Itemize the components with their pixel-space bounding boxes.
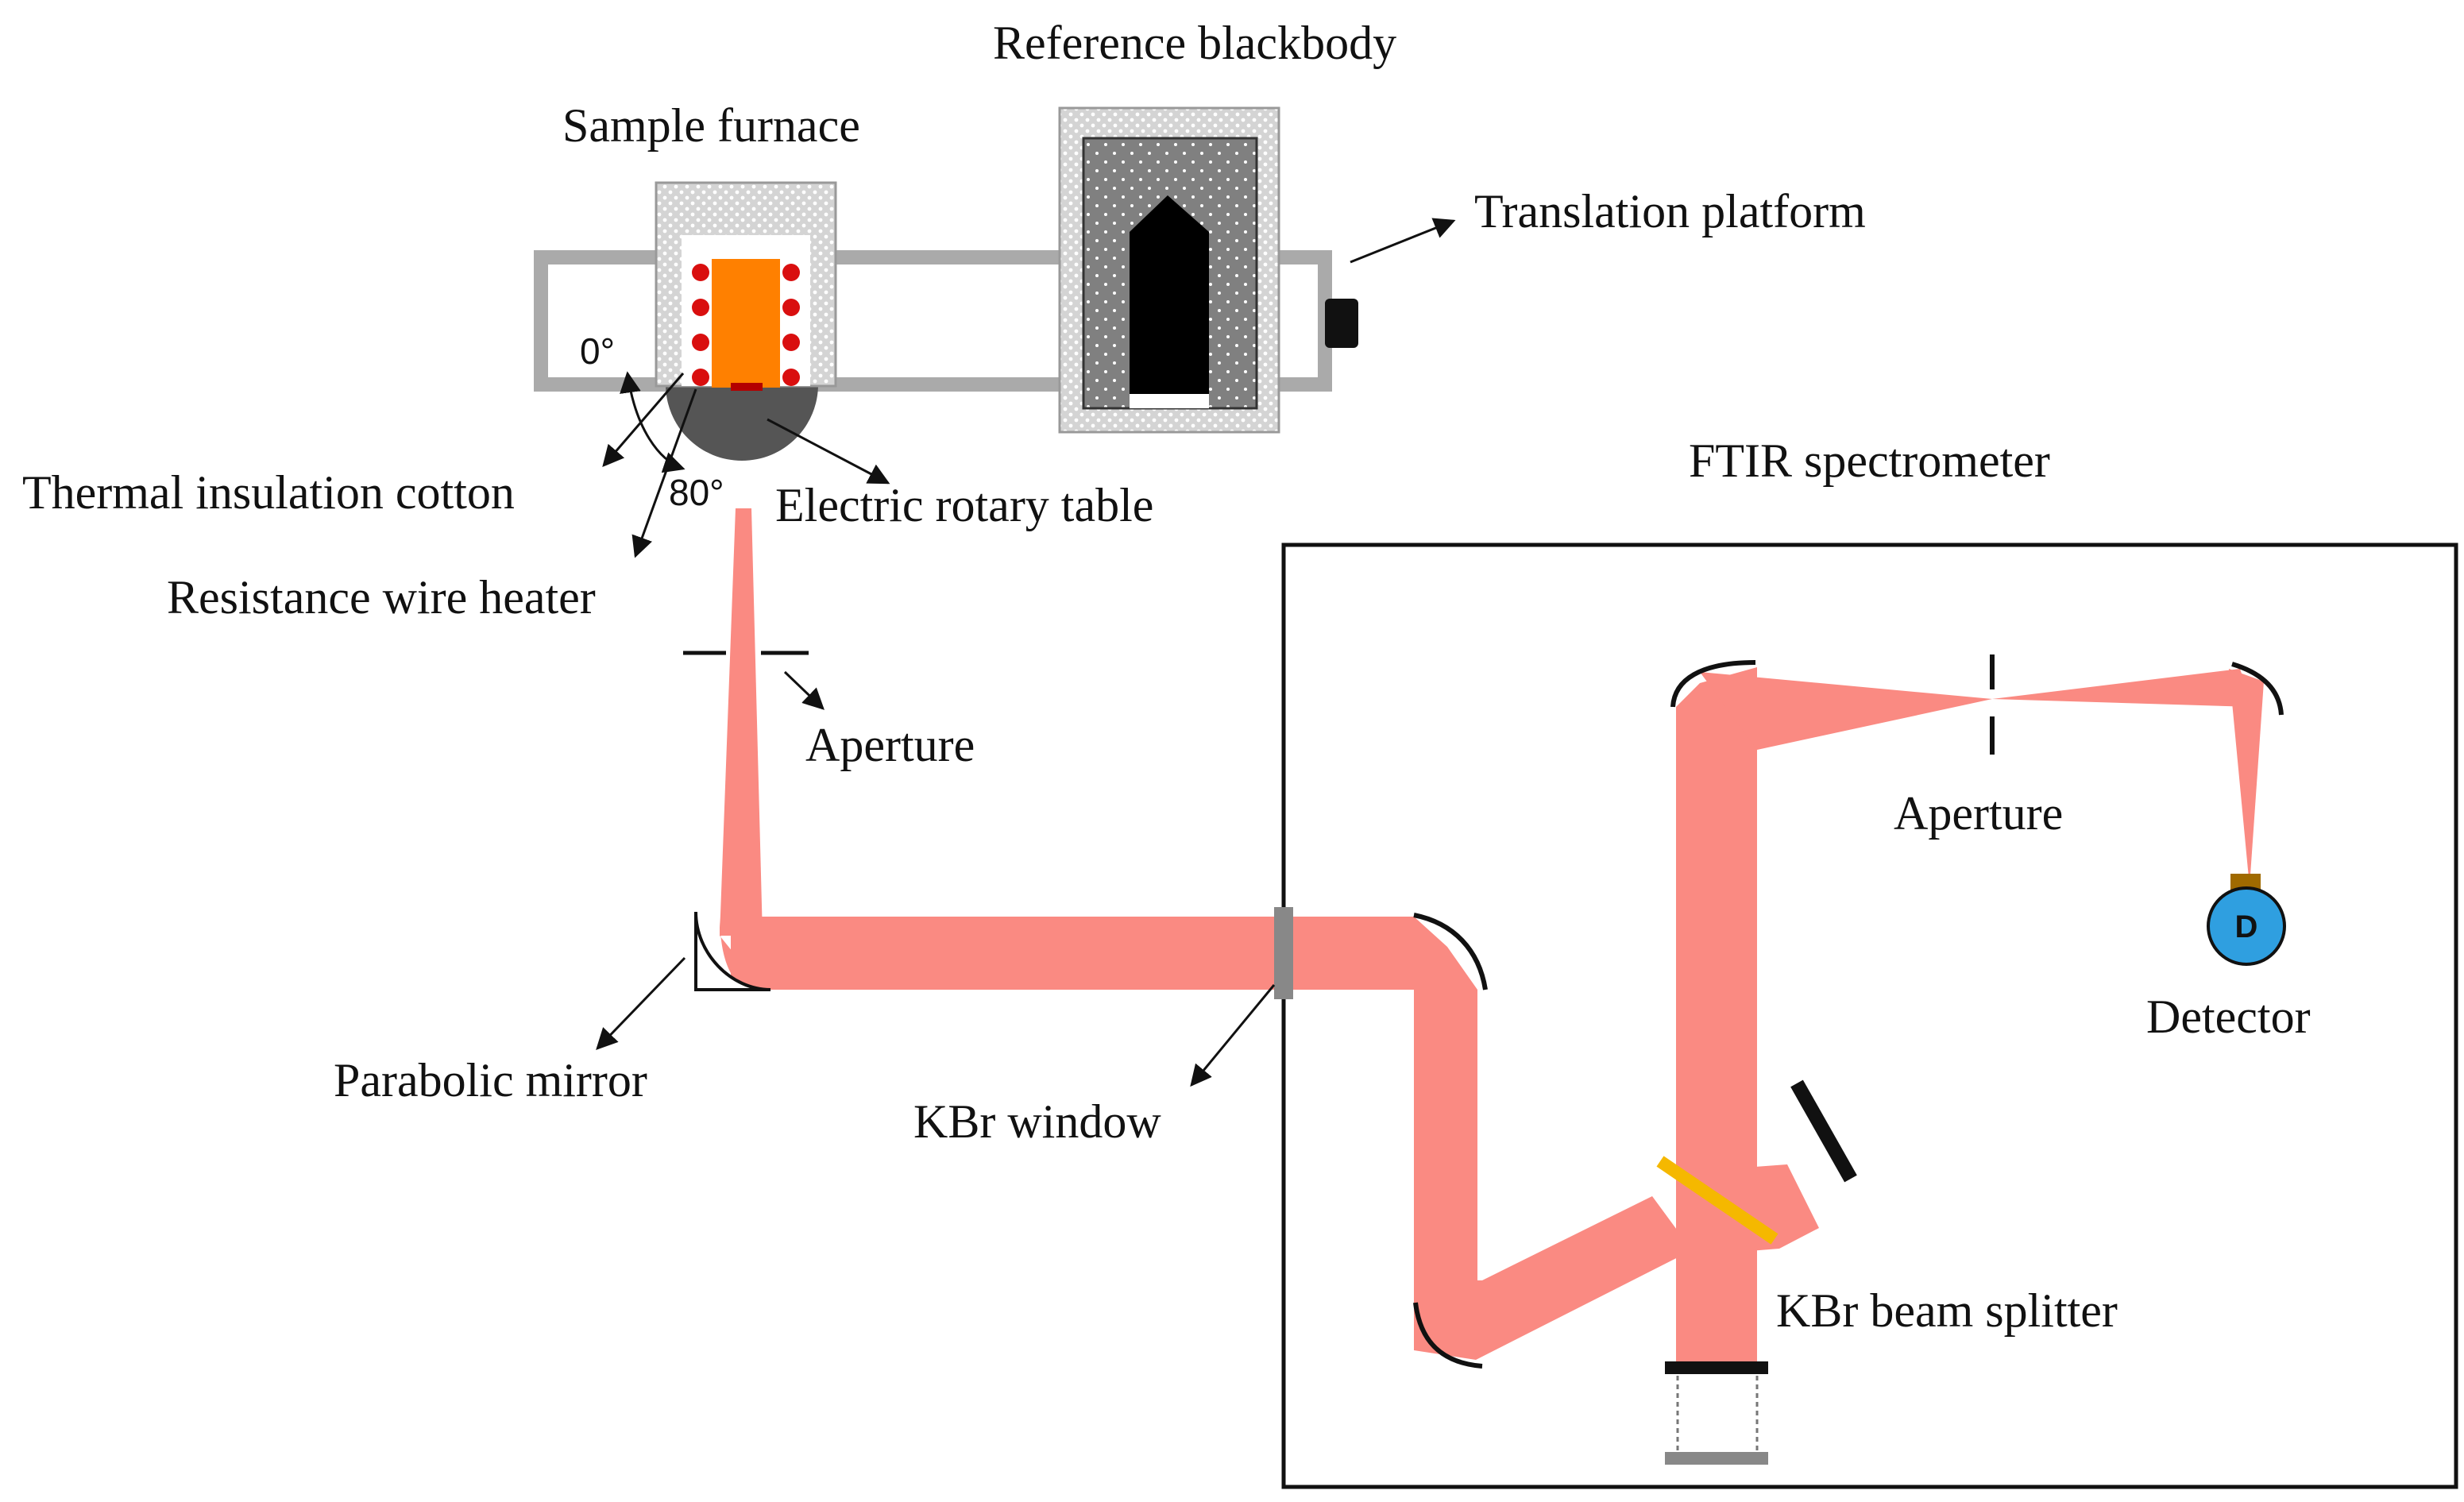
translation-platform-label: Translation platform <box>1474 185 1866 237</box>
kbr-beam-splitter <box>1656 1156 1778 1245</box>
aperture-inner-label: Aperture <box>1894 787 2063 840</box>
fixed-mirror <box>1790 1079 1857 1183</box>
fold-mirror-3 <box>1670 660 1756 708</box>
focusing-mirror <box>2231 662 2284 716</box>
ftir-spectrometer-enclosure <box>1281 542 2458 1489</box>
resistance-wire-heater-label: Resistance wire heater <box>167 571 596 624</box>
fold-mirror-1 <box>1413 913 1488 990</box>
aperture-outer-label: Aperture <box>805 719 975 771</box>
angle-80-label: 80° <box>669 472 724 513</box>
detector: D <box>2207 874 2286 966</box>
resistance-wire-heater-coils <box>692 264 800 386</box>
detector-label: Detector <box>2146 990 2311 1043</box>
thermal-insulation-cotton-label: Thermal insulation cotton <box>22 466 515 519</box>
kbr-beam-splitter-label: KBr beam splitter <box>1776 1284 2118 1337</box>
rotation-angle-indicator: 0° 80° <box>580 330 724 513</box>
blackbody-cavity <box>1130 195 1209 394</box>
reference-blackbody <box>1058 106 1280 434</box>
kbr-window-label: KBr window <box>913 1095 1161 1148</box>
sample-furnace <box>655 181 837 391</box>
fold-mirror-2 <box>1413 1302 1483 1369</box>
translation-platform <box>534 250 1358 392</box>
leader-arrows <box>596 218 1456 1087</box>
kbr-window <box>1274 907 1293 999</box>
sample <box>712 259 780 388</box>
detector-letter: D <box>2235 909 2258 944</box>
platform-motor <box>1325 299 1358 348</box>
sample-furnace-label: Sample furnace <box>562 99 860 152</box>
reference-blackbody-label: Reference blackbody <box>993 17 1396 69</box>
angle-0-label: 0° <box>580 330 615 372</box>
spectrometer-mirrors <box>1413 660 2284 1369</box>
ftir-spectrometer-label: FTIR spectrometer <box>1689 434 2050 487</box>
parabolic-mirror-label: Parabolic mirror <box>334 1054 647 1106</box>
beam-path <box>720 508 2264 1366</box>
moving-mirror <box>1665 1361 1768 1465</box>
electric-rotary-table <box>666 384 818 461</box>
electric-rotary-table-label: Electric rotary table <box>775 479 1153 531</box>
parabolic-mirror <box>694 911 771 991</box>
